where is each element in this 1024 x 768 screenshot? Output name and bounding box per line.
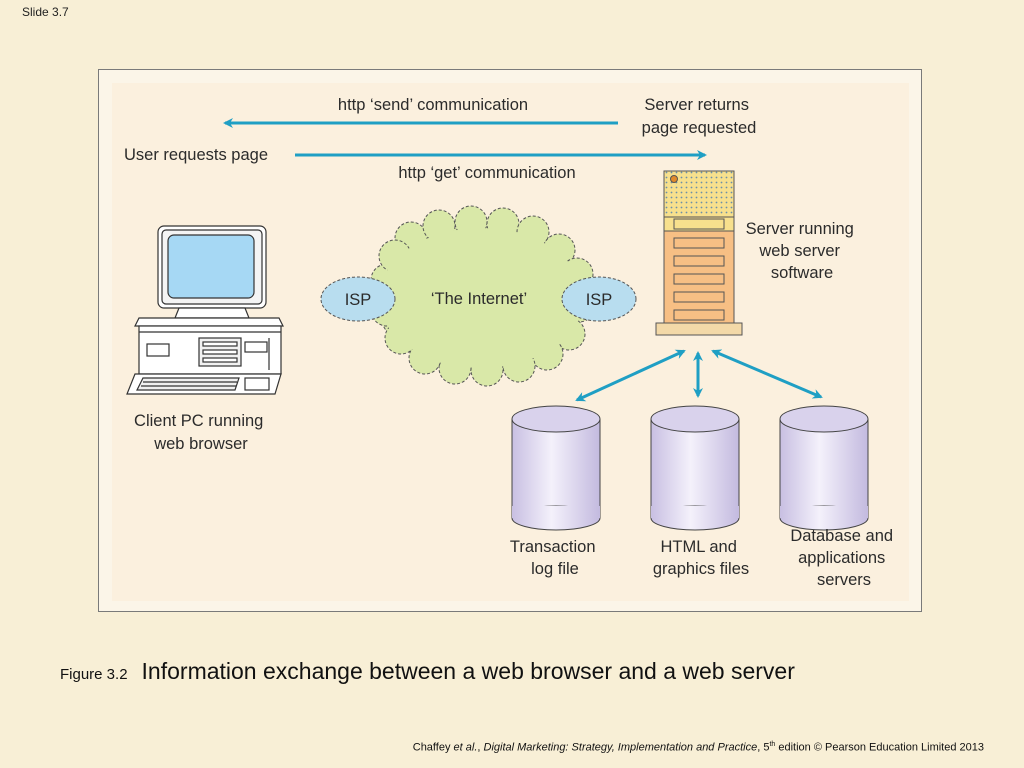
citation-edition-sup: th xyxy=(769,741,776,748)
html-db-line-1: HTML and xyxy=(660,538,736,556)
isp-right-ellipse xyxy=(561,276,637,322)
diagram: http ‘send’ communication http ‘get’ com… xyxy=(112,83,909,601)
transaction-db-icon xyxy=(511,405,601,531)
client-pc-label: Client PC running web browser xyxy=(134,412,268,453)
html-db-label: HTML and graphics files xyxy=(653,538,749,578)
html-db-icon xyxy=(650,405,740,531)
server-icon xyxy=(655,170,743,336)
database-db-label: Database and applications servers xyxy=(790,527,897,589)
figure-title: Information exchange between a web brows… xyxy=(141,658,795,684)
server-returns-line-2: page requested xyxy=(642,119,757,137)
internet-label: ‘The Internet’ xyxy=(431,290,527,308)
client-pc-icon xyxy=(126,225,284,395)
slide-number: Slide 3.7 xyxy=(22,5,69,19)
get-arrow-label: http ‘get’ communication xyxy=(398,164,575,182)
database-db-line-1: Database and xyxy=(790,527,893,545)
html-db-line-2: graphics files xyxy=(653,560,749,578)
figure-label: Figure 3.2 xyxy=(60,666,128,683)
arrow-to-database-db xyxy=(711,349,823,399)
isp-left-label: ISP xyxy=(345,291,372,309)
citation: Chaffey et al., Digital Marketing: Strat… xyxy=(413,741,984,754)
citation-rest: edition © Pearson Education Limited 2013 xyxy=(775,741,984,754)
transaction-db-label: Transaction log file xyxy=(510,538,600,578)
server-returns-line-1: Server returns xyxy=(644,96,749,114)
citation-book: Digital Marketing: Strategy, Implementat… xyxy=(483,741,758,754)
server-label-line-2: web server xyxy=(758,242,840,260)
send-arrow-label: http ‘send’ communication xyxy=(338,96,528,114)
database-db-line-3: servers xyxy=(817,571,871,589)
server-label-line-1: Server running xyxy=(746,220,854,238)
database-db-icon xyxy=(779,405,869,531)
diagram-frame: http ‘send’ communication http ‘get’ com… xyxy=(98,69,922,612)
server-label-line-3: software xyxy=(771,264,833,282)
internet-cloud-fill xyxy=(379,228,583,368)
citation-author: Chaffey xyxy=(412,741,451,754)
database-db-line-2: applications xyxy=(798,549,885,567)
citation-sep-2: , xyxy=(757,741,764,754)
citation-etal: et al. xyxy=(453,741,478,754)
transaction-db-line-1: Transaction xyxy=(510,538,596,556)
server-returns-label: Server returns page requested xyxy=(642,96,757,137)
user-requests-label: User requests page xyxy=(124,146,268,164)
figure-caption: Figure 3.2 Information exchange between a… xyxy=(60,658,795,685)
client-pc-line-1: Client PC running xyxy=(134,412,263,430)
server-label: Server running web server software xyxy=(746,220,859,282)
isp-left-ellipse xyxy=(320,276,396,322)
client-pc-line-2: web browser xyxy=(153,435,248,453)
transaction-db-line-2: log file xyxy=(531,560,579,578)
arrow-to-transaction-db xyxy=(575,349,686,402)
citation-edition-num: 5 xyxy=(763,741,770,754)
citation-sep-1: , xyxy=(477,741,484,754)
isp-right-label: ISP xyxy=(586,291,613,309)
